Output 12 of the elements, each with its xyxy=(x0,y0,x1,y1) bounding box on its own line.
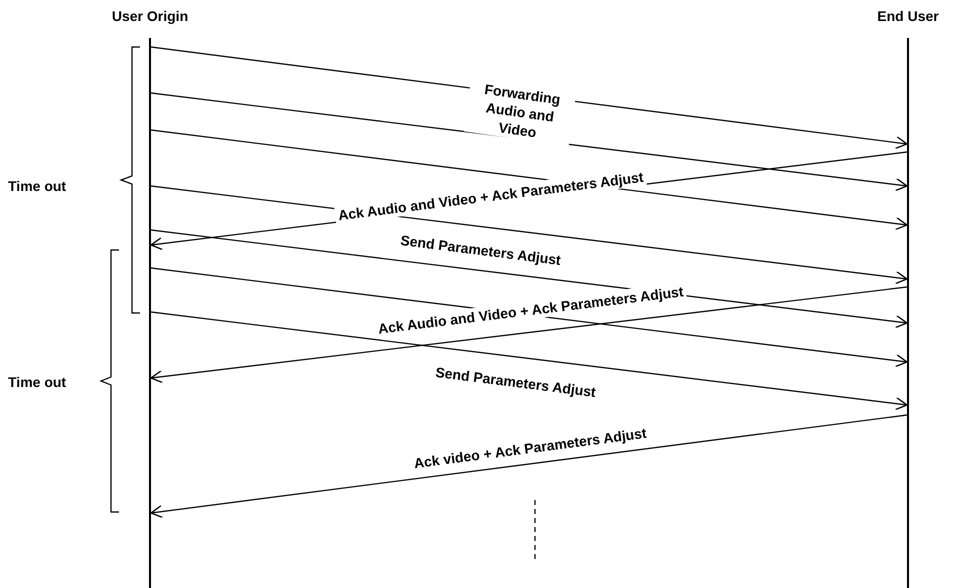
arrow xyxy=(150,286,908,384)
timeout-label: Time out xyxy=(8,374,66,390)
timeout-label: Time out xyxy=(8,178,66,194)
arrow xyxy=(150,414,908,518)
arrow xyxy=(150,267,908,368)
arrow xyxy=(150,92,908,192)
arrow xyxy=(150,229,908,328)
lifeline-heading: End User xyxy=(877,8,939,24)
lifeline-heading: User Origin xyxy=(112,8,188,24)
arrow xyxy=(150,129,908,230)
arrow xyxy=(150,311,908,410)
arrow xyxy=(150,185,908,284)
